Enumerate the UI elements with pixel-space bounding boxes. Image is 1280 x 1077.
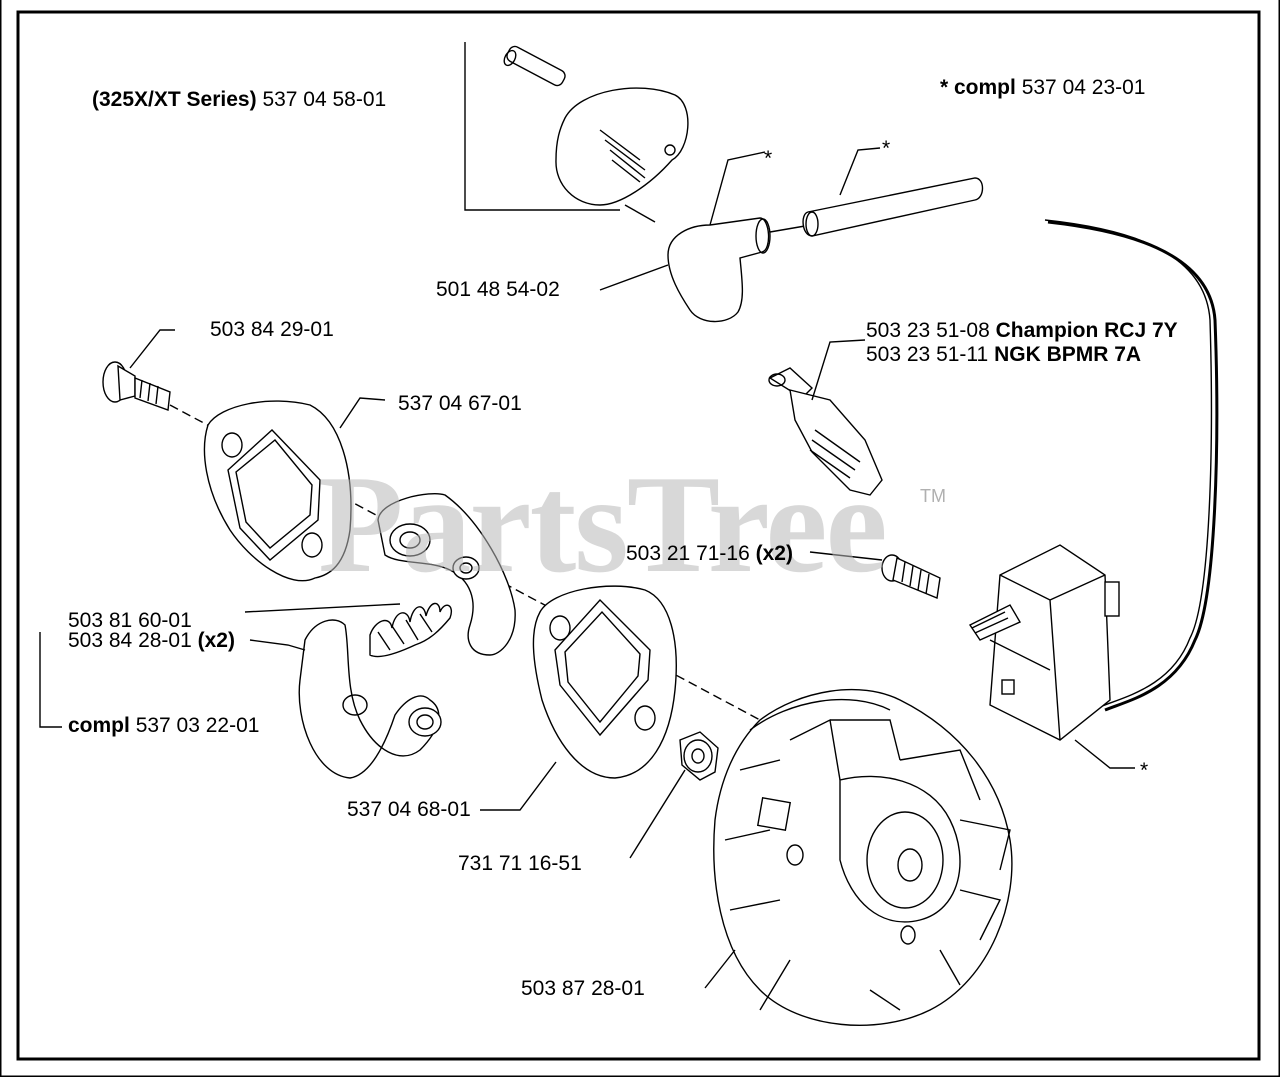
label-shoe: 503 84 28-01 (x2) [68, 629, 235, 652]
pin-icon [503, 45, 566, 87]
plate-top-icon [203, 400, 352, 582]
label-star: * [764, 147, 773, 170]
washer-icon [679, 731, 719, 781]
bracket-line [464, 42, 620, 211]
label-screw: 503 84 29-01 [210, 318, 334, 341]
leader-line [244, 603, 401, 613]
label-star: * [1140, 759, 1149, 782]
flywheel-icon [713, 688, 1013, 1026]
leader-line [249, 639, 306, 651]
leader-line [839, 147, 881, 196]
ignition-module-icon [968, 544, 1120, 741]
diagram-border [16, 10, 1261, 1061]
label-compl-kit: * compl 537 04 23-01 [940, 76, 1146, 99]
leader-line [1074, 739, 1135, 769]
clutch-shoe-upper-icon [377, 493, 516, 656]
label-spark-boot: 501 48 54-02 [436, 278, 560, 301]
spark-boot-icon [667, 217, 771, 323]
leader-line [339, 397, 386, 429]
label-star: * [882, 137, 891, 160]
label-plate-bottom: 537 04 68-01 [347, 798, 471, 821]
label-washer: 731 71 16-51 [458, 852, 582, 875]
spark-plug-icon [768, 367, 883, 496]
spring-icon [369, 602, 452, 658]
ignition-screw-icon [881, 554, 941, 599]
label-clutch-compl: compl 537 03 22-01 [68, 714, 260, 737]
clutch-shoe-lower-icon [298, 619, 442, 779]
label-spark-plug-champion: 503 23 51-08 Champion RCJ 7Y [866, 319, 1178, 342]
label-spring: 503 81 60-01 [68, 609, 192, 632]
bracket-line [39, 632, 62, 728]
leader-line [809, 551, 883, 561]
leader-line [599, 264, 669, 291]
label-plug-cover: (325X/XT Series) 537 04 58-01 [92, 88, 387, 111]
trademark-mark: TM [920, 486, 946, 506]
leader-line [129, 329, 175, 369]
leader-line [629, 769, 686, 859]
leader-line [709, 151, 766, 226]
leader-line [811, 339, 866, 401]
leader-line [480, 761, 557, 811]
label-ignition-screw: 503 21 71-16 (x2) [626, 542, 793, 565]
label-spark-plug-ngk: 503 23 51-11 NGK BPMR 7A [866, 343, 1142, 366]
plug-cover-icon [555, 87, 689, 206]
hose-icon [802, 177, 984, 237]
plate-bottom-icon [532, 585, 677, 779]
leader-line [704, 949, 736, 989]
watermark: PartsTree [318, 447, 888, 602]
label-plate-top: 537 04 67-01 [398, 392, 522, 415]
leader-line [624, 204, 656, 223]
label-flywheel: 503 87 28-01 [521, 977, 645, 1000]
screw-icon [102, 361, 171, 411]
leader-line [769, 225, 806, 233]
